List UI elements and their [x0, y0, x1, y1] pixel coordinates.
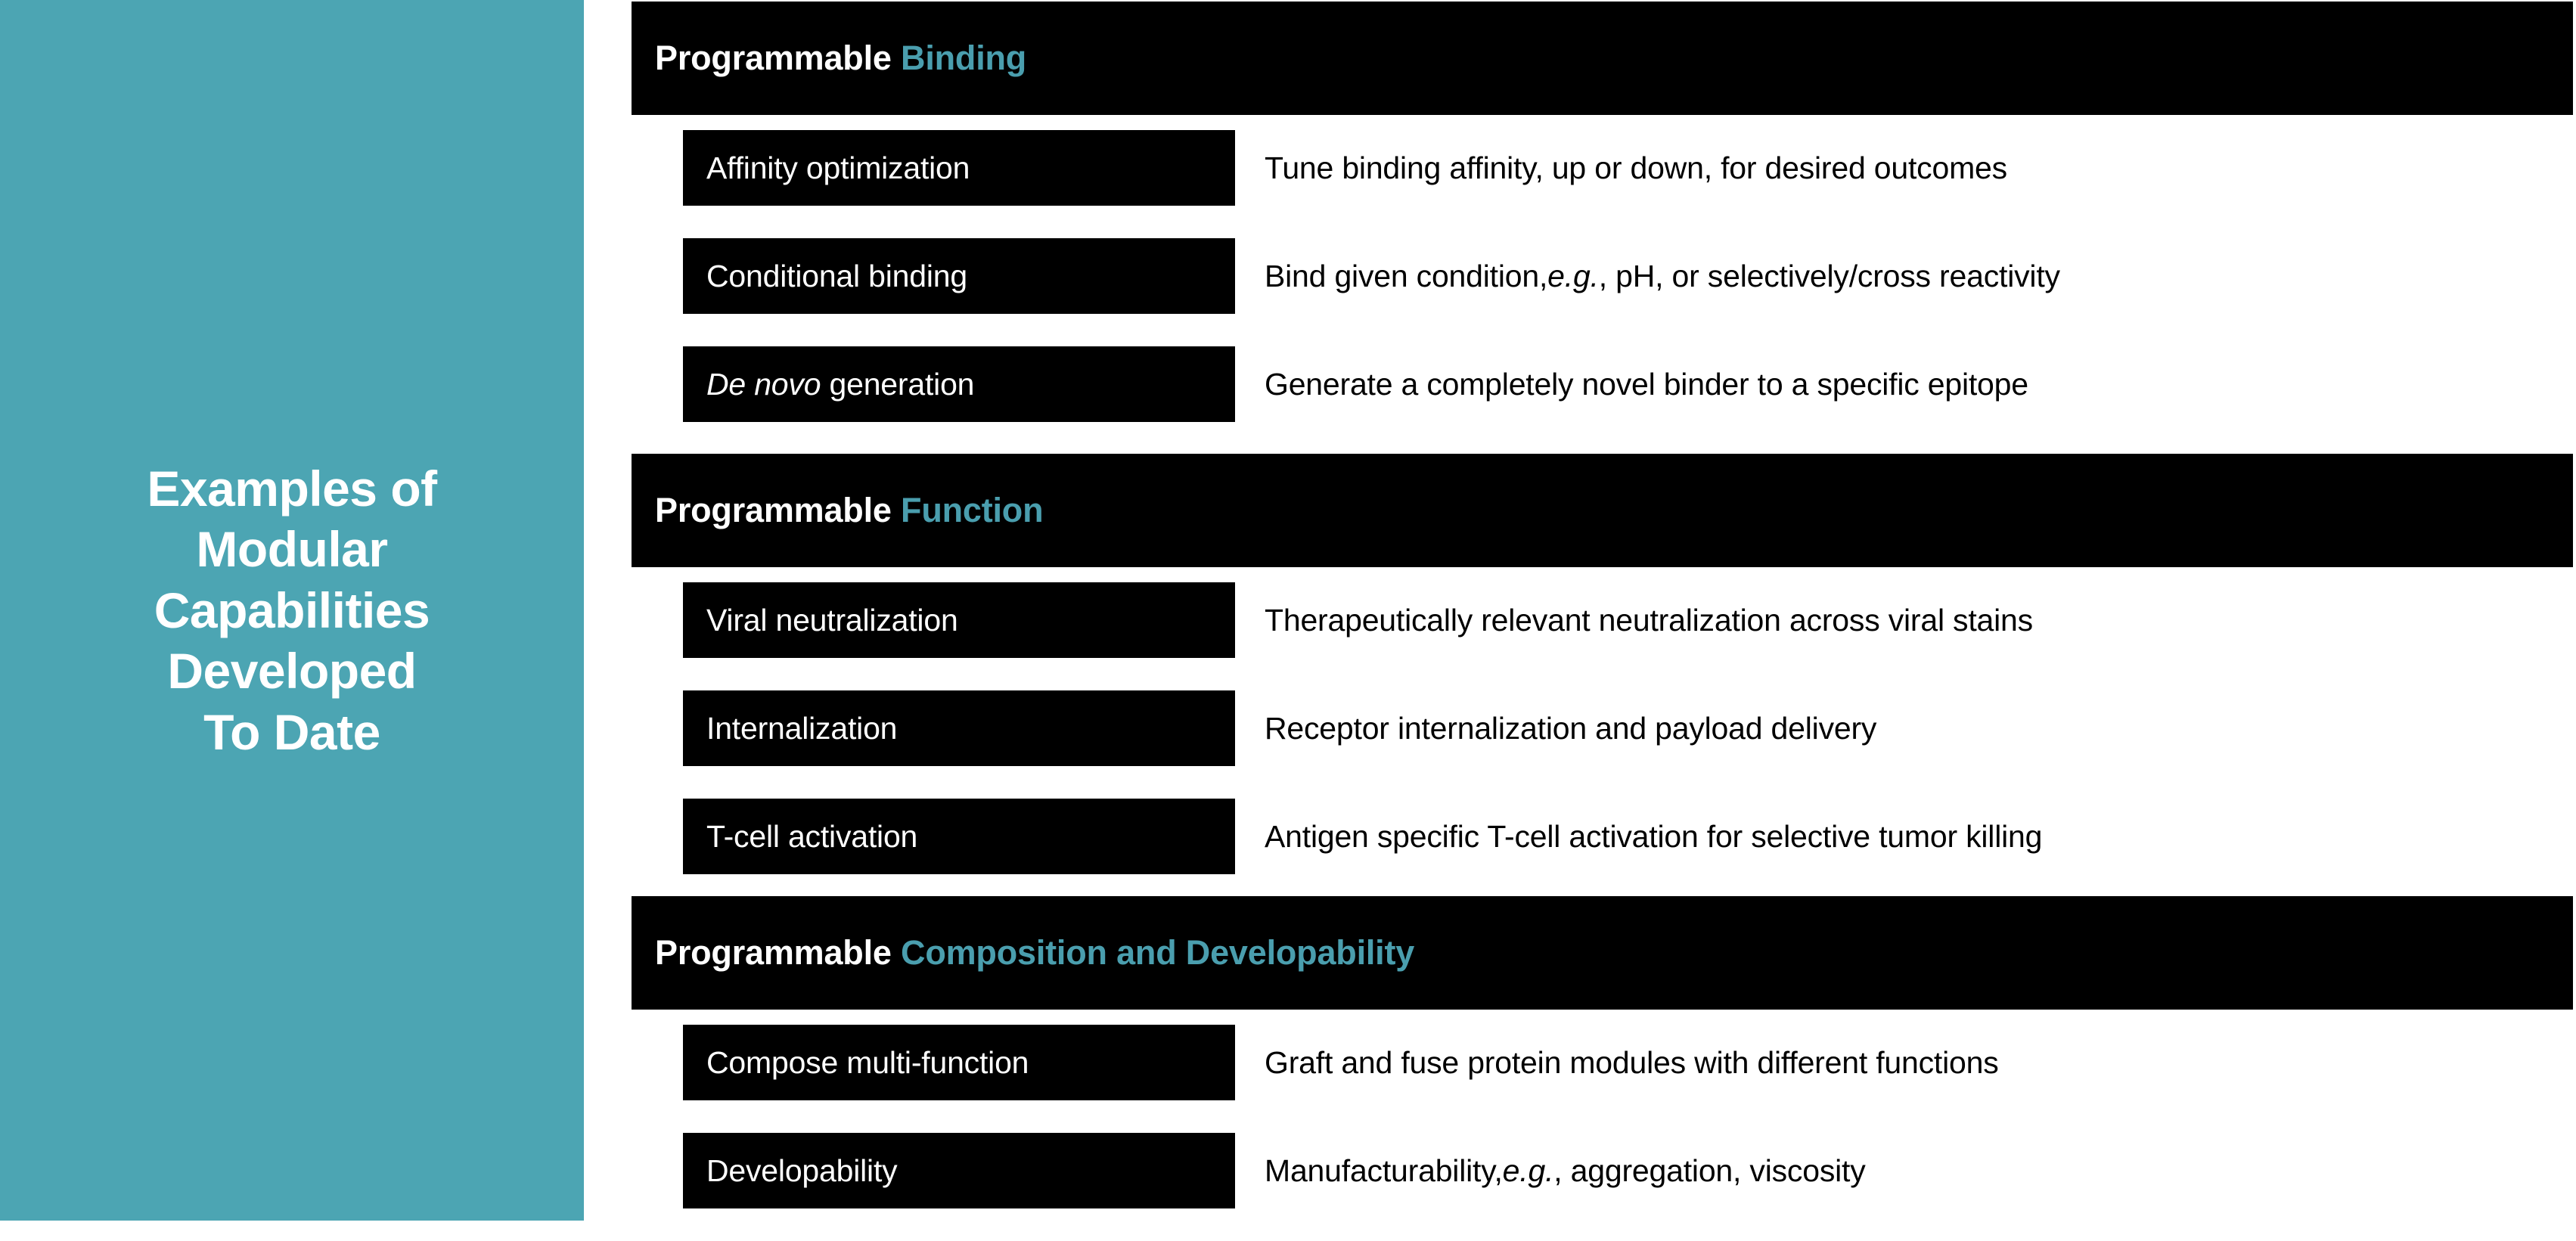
capability-chip-label: Viral neutralization [706, 603, 958, 638]
capability-chip[interactable]: Developability [683, 1133, 1235, 1208]
capability-chip-label-text: Conditional binding [706, 258, 967, 293]
capability-chip-label: De novo generation [706, 367, 974, 402]
section-header-accent: Composition and Developability [901, 933, 1415, 972]
capability-description-text: Antigen specific T-cell activation for s… [1265, 818, 2043, 854]
capability-description-text: Tune binding affinity, up or down, for d… [1265, 150, 2007, 185]
section-header-accent: Binding [901, 39, 1027, 77]
capability-description: Manufacturability, e.g., aggregation, vi… [1265, 1133, 1866, 1208]
capability-description-italic: e.g. [1547, 258, 1599, 293]
capability-description-text: Generate a completely novel binder to a … [1265, 366, 2028, 402]
section-header-prefix: Programmable [655, 39, 892, 77]
capability-description: Graft and fuse protein modules with diff… [1265, 1025, 1999, 1100]
section-header-title: Programmable Binding [655, 39, 1026, 78]
capability-description-text: Receptor internalization and payload del… [1265, 710, 1877, 746]
capability-chip[interactable]: Affinity optimization [683, 130, 1235, 206]
table-row: Compose multi-function Graft and fuse pro… [683, 1025, 2573, 1100]
table-row: Conditional binding Bind given condition,… [683, 238, 2573, 314]
capability-description-italic: e.g. [1502, 1153, 1554, 1188]
capability-chip[interactable]: De novo generation [683, 346, 1235, 422]
capability-chip[interactable]: Compose multi-function [683, 1025, 1235, 1100]
section-header-bar[interactable]: Programmable Composition and Developabil… [632, 896, 2573, 1010]
table-row: Internalization Receptor internalization … [683, 690, 2573, 766]
table-row: Affinity optimization Tune binding affini… [683, 130, 2573, 206]
section-header-prefix: Programmable [655, 491, 892, 529]
capability-description-text: Therapeutically relevant neutralization … [1265, 602, 2033, 638]
capability-description: Bind given condition, e.g., pH, or selec… [1265, 238, 2060, 314]
capability-description-text: Manufacturability, [1265, 1153, 1503, 1188]
capability-chip-label-text: Affinity optimization [706, 150, 970, 185]
capability-chip[interactable]: T-cell activation [683, 799, 1235, 874]
title-panel: Examples of Modular Capabilities Develop… [0, 0, 584, 1221]
table-row: T-cell activation Antigen specific T-cell… [683, 799, 2573, 874]
table-row: De novo generation Generate a completely … [683, 346, 2573, 422]
section-header-accent: Function [901, 491, 1044, 529]
capability-chip-label: Conditional binding [706, 259, 967, 294]
capability-chip[interactable]: Conditional binding [683, 238, 1235, 314]
section-header-prefix: Programmable [655, 933, 892, 972]
capability-chip-label-text: Viral neutralization [706, 602, 958, 638]
capability-description: Receptor internalization and payload del… [1265, 690, 1876, 766]
capability-description-text-tail: , pH, or selectively/cross reactivity [1598, 258, 2060, 293]
capability-row-list: Affinity optimization Tune binding affini… [683, 130, 2573, 455]
capability-chip[interactable]: Viral neutralization [683, 582, 1235, 658]
capability-description: Antigen specific T-cell activation for s… [1265, 799, 2042, 874]
capability-row-list: Viral neutralization Therapeutically rele… [683, 582, 2573, 907]
capability-chip-label-text: Compose multi-function [706, 1044, 1029, 1080]
section-header-bar[interactable]: Programmable Function [632, 454, 2573, 567]
capability-chip-label-italic: De novo [706, 366, 821, 402]
capability-description: Generate a completely novel binder to a … [1265, 346, 2028, 422]
capability-chip-label: Compose multi-function [706, 1045, 1029, 1081]
capability-description: Tune binding affinity, up or down, for d… [1265, 130, 2007, 206]
capability-chip-label: Developability [706, 1153, 898, 1189]
capability-chip-label-text: generation [821, 366, 975, 402]
table-row: Developability Manufacturability, e.g., a… [683, 1133, 2573, 1208]
section-header-title: Programmable Composition and Developabil… [655, 933, 1414, 973]
capability-chip[interactable]: Internalization [683, 690, 1235, 766]
capability-chip-label: Affinity optimization [706, 150, 970, 186]
section-header-bar[interactable]: Programmable Binding [632, 2, 2573, 115]
section-header-title: Programmable Function [655, 491, 1044, 530]
capability-description: Therapeutically relevant neutralization … [1265, 582, 2033, 658]
capability-chip-label: T-cell activation [706, 819, 917, 855]
table-row: Viral neutralization Therapeutically rele… [683, 582, 2573, 658]
capability-row-list: Compose multi-function Graft and fuse pro… [683, 1025, 2573, 1241]
capability-chip-label: Internalization [706, 711, 897, 746]
capability-description-text-tail: , aggregation, viscosity [1553, 1153, 1866, 1188]
capability-chip-label-text: T-cell activation [706, 818, 918, 854]
capability-chip-label-text: Developability [706, 1153, 898, 1188]
capability-chip-label-text: Internalization [706, 710, 898, 746]
capability-description-text: Bind given condition, [1265, 258, 1548, 293]
page-title: Examples of Modular Capabilities Develop… [147, 460, 437, 760]
capability-description-text: Graft and fuse protein modules with diff… [1265, 1044, 1999, 1080]
